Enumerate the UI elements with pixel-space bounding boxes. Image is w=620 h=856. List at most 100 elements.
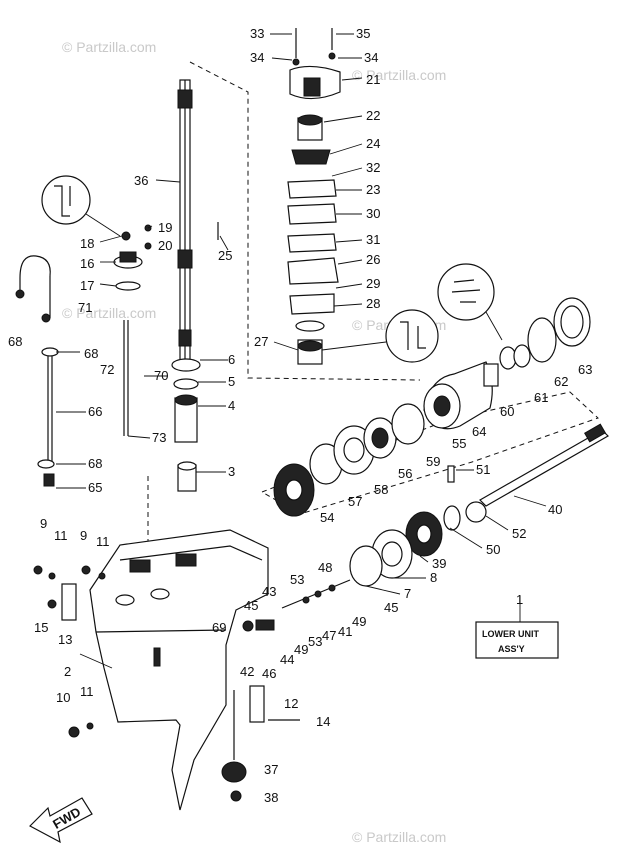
callout-62: 62 <box>554 374 568 389</box>
callout-60: 60 <box>500 404 514 419</box>
clutch-52 <box>465 501 487 523</box>
callout-46: 46 <box>262 666 276 681</box>
callout-68: 68 <box>88 456 102 471</box>
bearing-housing-55 <box>423 361 493 430</box>
callout-8: 8 <box>430 570 437 585</box>
drive-shaft <box>177 79 193 361</box>
propeller-shaft <box>479 423 609 507</box>
title-line1: LOWER UNIT <box>482 629 539 639</box>
pump-housing <box>289 65 341 100</box>
bolt <box>68 726 80 738</box>
shim-7 <box>349 545 383 587</box>
title-box: LOWER UNIT ASS'Y 1 <box>475 592 559 659</box>
callout-3: 3 <box>228 464 235 479</box>
lower-case <box>89 529 269 811</box>
washer-50 <box>443 505 461 531</box>
bearing-56 <box>363 417 397 459</box>
gasket <box>287 233 337 253</box>
impeller <box>291 149 331 165</box>
callout-41: 41 <box>338 624 352 639</box>
callout-49: 49 <box>352 614 366 629</box>
callout-19: 19 <box>158 220 172 235</box>
water-strainer-37 <box>221 690 247 783</box>
callout-5: 5 <box>228 374 235 389</box>
callout-21: 21 <box>366 72 380 87</box>
callout-54: 54 <box>320 510 334 525</box>
callout-24: 24 <box>366 136 380 151</box>
bolt <box>81 565 91 575</box>
ring-nut-63 <box>553 297 591 347</box>
watermark: © Partzilla.com <box>62 305 156 321</box>
bolt <box>33 565 43 575</box>
anode-13 <box>61 583 77 621</box>
callout-6: 6 <box>228 352 235 367</box>
callout-72: 72 <box>100 362 114 377</box>
callout-28: 28 <box>366 296 380 311</box>
gasket <box>289 293 335 315</box>
bearing-sleeve <box>174 394 198 443</box>
oring <box>173 378 199 390</box>
oring <box>295 320 325 332</box>
callout-numbers: 33 35 34 34 21 22 24 32 23 30 31 26 29 2… <box>8 26 592 805</box>
gasket <box>287 179 337 199</box>
callout-29: 29 <box>366 276 380 291</box>
title-line2: ASS'Y <box>498 644 525 654</box>
lower-bearing <box>177 461 197 492</box>
callout-49: 49 <box>294 642 308 657</box>
shift-rod-73 <box>123 320 129 436</box>
callout-17: 17 <box>80 278 94 293</box>
leader-lines <box>56 33 547 669</box>
callout-27: 27 <box>254 334 268 349</box>
callout-31: 31 <box>366 232 380 247</box>
callout-34: 34 <box>250 50 264 65</box>
callout-30: 30 <box>366 206 380 221</box>
seal-ring <box>171 358 201 372</box>
callout-9: 9 <box>80 528 87 543</box>
callout-66: 66 <box>88 404 102 419</box>
callout-53: 53 <box>290 572 304 587</box>
shift-linkage-top <box>15 255 51 323</box>
callout-33: 33 <box>250 26 264 41</box>
oil-seal-housing <box>113 224 152 291</box>
callout-26: 26 <box>366 252 380 267</box>
callout-38: 38 <box>264 790 278 805</box>
callout-57: 57 <box>348 494 362 509</box>
callout-11: 11 <box>96 534 110 549</box>
callout-4: 4 <box>228 398 235 413</box>
callout-14: 14 <box>316 714 330 729</box>
callout-7: 7 <box>404 586 411 601</box>
callout-44: 44 <box>280 652 294 667</box>
callout-20: 20 <box>158 238 172 253</box>
callout-48: 48 <box>318 560 332 575</box>
callout-1: 1 <box>516 592 523 607</box>
callout-63: 63 <box>578 362 592 377</box>
detail-bubble-mid <box>321 309 439 363</box>
water-pump-bolts <box>292 28 336 66</box>
seal-61b <box>513 344 531 368</box>
callout-65: 65 <box>88 480 102 495</box>
callout-10: 10 <box>56 690 70 705</box>
callout-61: 61 <box>534 390 548 405</box>
detail-bubble-right <box>437 263 503 341</box>
fwd-arrow: FWD <box>29 797 93 844</box>
callout-36: 36 <box>134 173 148 188</box>
callout-69: 69 <box>212 620 226 635</box>
pump-base-bearing <box>297 339 323 365</box>
callout-71: 71 <box>78 300 92 315</box>
callout-55: 55 <box>452 436 466 451</box>
callout-52: 52 <box>512 526 526 541</box>
bolt <box>86 722 94 730</box>
impeller-insert <box>297 114 323 141</box>
callout-12: 12 <box>284 696 298 711</box>
callout-13: 13 <box>58 632 72 647</box>
callout-23: 23 <box>366 182 380 197</box>
callout-68: 68 <box>8 334 22 349</box>
callout-34: 34 <box>364 50 378 65</box>
shift-plunger <box>242 579 351 632</box>
bolt <box>98 572 106 580</box>
callout-47: 47 <box>322 628 336 643</box>
callout-73: 73 <box>152 430 166 445</box>
callout-53: 53 <box>308 634 322 649</box>
callout-43: 43 <box>262 584 276 599</box>
